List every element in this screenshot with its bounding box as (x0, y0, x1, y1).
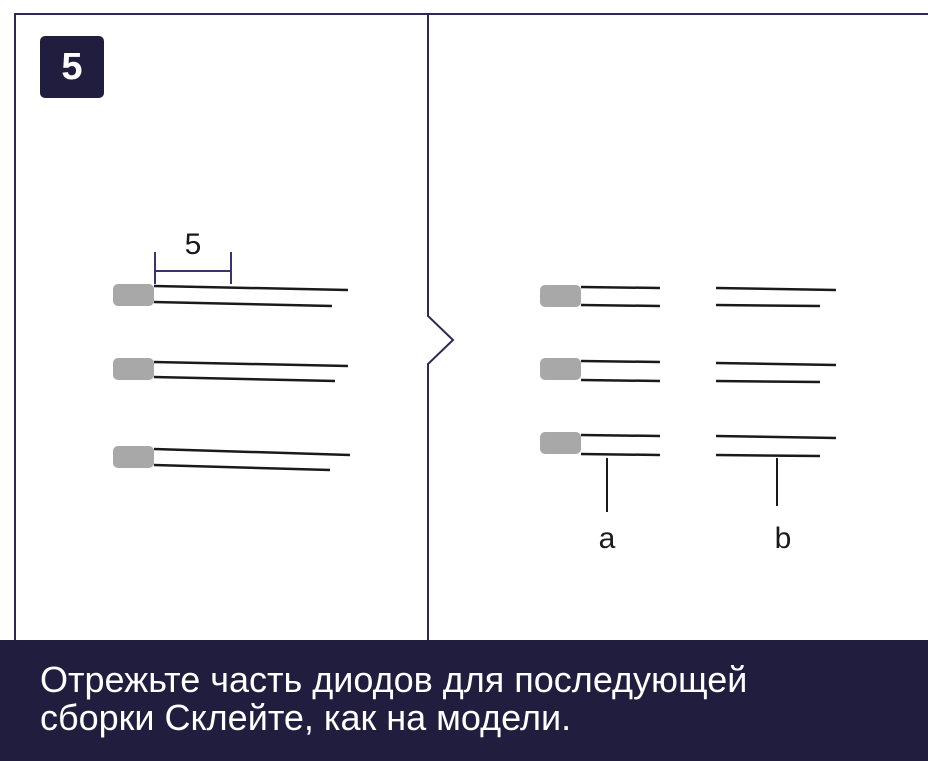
diode-body (113, 284, 154, 306)
instruction-caption: Отрежьте часть диодов для последующей сб… (40, 661, 920, 737)
diode-lead (580, 359, 661, 364)
diode-lead (153, 447, 351, 457)
caption-line: сборки Склейте, как на модели. (40, 697, 572, 738)
cut-lead-pair (715, 361, 837, 384)
diode-body (113, 446, 154, 468)
diode-lead (580, 303, 661, 308)
cut-lead (715, 361, 837, 367)
diode-lead (580, 285, 661, 290)
panel-divider-chevron (427, 14, 455, 640)
cut-lead (715, 434, 837, 440)
diode-lead (153, 375, 336, 383)
left-panel: 5 (113, 228, 351, 472)
dimension-marker (154, 252, 232, 284)
long-diode (113, 284, 349, 308)
short-diode (540, 285, 661, 308)
diode-lead (153, 300, 333, 308)
cut-lead (715, 303, 821, 308)
callout-label-b: b (775, 522, 792, 555)
frame (14, 13, 928, 640)
long-diode (113, 358, 349, 383)
diode-lead (153, 360, 349, 368)
diode-body (540, 285, 581, 307)
callout-label-a: a (599, 522, 616, 555)
cut-lead (715, 453, 821, 458)
diode-body (540, 432, 581, 454)
caption-bar (0, 640, 928, 761)
diode-lead (580, 452, 661, 457)
diode-lead (153, 463, 331, 472)
diode-lead (580, 378, 661, 383)
cut-lead (715, 379, 821, 384)
diode-body (540, 358, 581, 380)
cut-lead (715, 286, 837, 292)
caption-line: Отрежьте часть диодов для последующей (40, 659, 748, 700)
long-diode (113, 446, 351, 472)
diode-lead (580, 433, 661, 438)
diode-lead (153, 284, 349, 292)
dimension-label: 5 (185, 228, 202, 261)
step-number-badge: 5 (40, 36, 104, 98)
cut-lead-pair (715, 434, 837, 458)
right-panel: a b (540, 285, 837, 555)
short-diode (540, 432, 661, 457)
diode-body (113, 358, 154, 380)
short-diode (540, 358, 661, 383)
cut-lead-pair (715, 286, 837, 308)
